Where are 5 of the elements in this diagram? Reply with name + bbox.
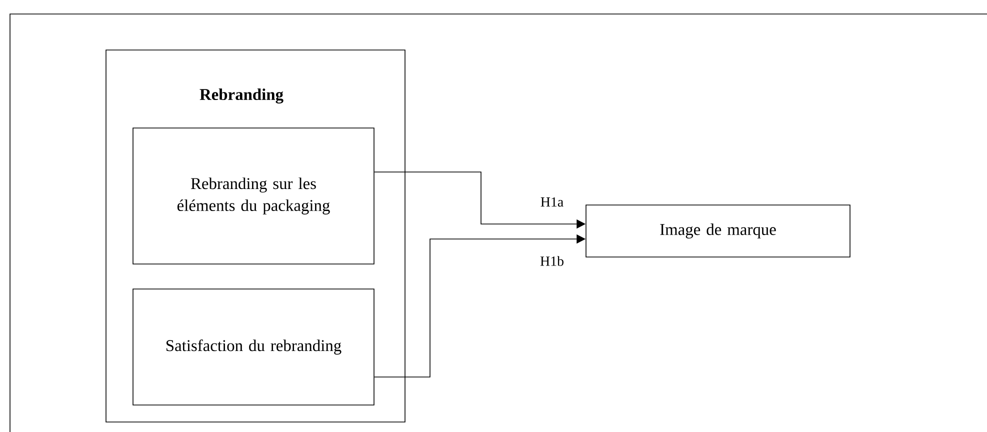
- process-box: Rebranding sur les éléments du packaging: [132, 128, 374, 264]
- edge-label: H1a: [539, 196, 565, 208]
- process-box: Satisfaction du rebranding: [132, 288, 374, 406]
- edge-label: H1b: [539, 255, 566, 267]
- process-box: Image de marque: [586, 204, 850, 258]
